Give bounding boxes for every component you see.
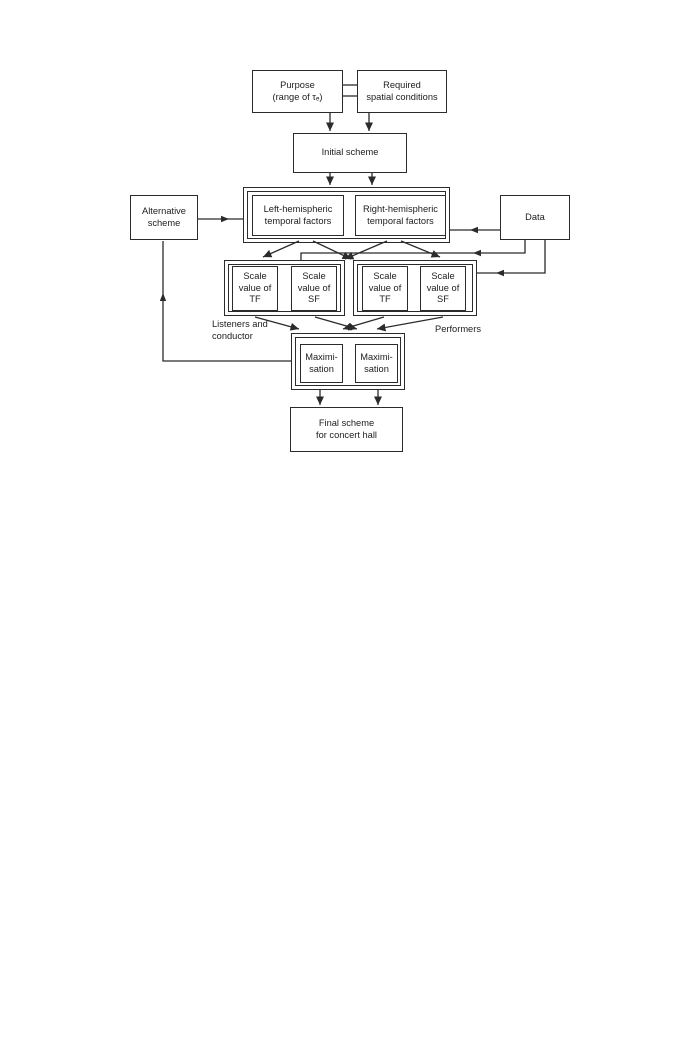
maximisation-right-label: Maximi- sation (360, 351, 393, 374)
maximisation-right-box: Maximi- sation (355, 344, 398, 383)
scale-sf-listeners-box: Scale value of SF (291, 266, 337, 311)
right-hemispheric-label: Right-hemispheric temporal factors (363, 203, 438, 226)
scale-tf-performers-label: Scale value of TF (368, 271, 402, 305)
crossing-arrows-temporal-to-scale (262, 240, 441, 260)
arrows-initial-to-temporal-factors (326, 173, 376, 185)
listeners-conductor-annotation: Listeners and conductor (212, 319, 268, 342)
left-hemispheric-label: Left-hemispheric temporal factors (263, 203, 333, 226)
purpose-required-connectors (343, 84, 357, 97)
alternative-scheme-box: Alternative scheme (130, 195, 198, 240)
data-label: Data (525, 211, 545, 222)
final-scheme-label: Final scheme for concert hall (316, 417, 377, 440)
alternative-scheme-label: Alternative scheme (142, 205, 186, 228)
purpose-label: Purpose (range of τₑ) (272, 79, 323, 102)
data-to-scale-performers-line (477, 240, 546, 277)
final-scheme-box: Final scheme for concert hall (290, 407, 403, 452)
scale-sf-listeners-label: Scale value of SF (297, 271, 331, 305)
crossing-arrows-scale-to-maximisation (254, 316, 444, 332)
arrow-data-to-temporal-factors (450, 226, 500, 234)
required-spatial-conditions-box: Required spatial conditions (357, 70, 447, 113)
arrow-alternative-to-temporal-factors (198, 215, 243, 223)
maximisation-left-box: Maximi- sation (300, 344, 343, 383)
scale-sf-performers-label: Scale value of SF (426, 271, 460, 305)
performers-annotation: Performers (435, 324, 481, 334)
initial-scheme-label: Initial scheme (321, 147, 379, 158)
purpose-box: Purpose (range of τₑ) (252, 70, 343, 113)
scale-tf-listeners-label: Scale value of TF (238, 271, 272, 305)
required-spatial-conditions-label: Required spatial conditions (366, 79, 438, 102)
left-hemispheric-box: Left-hemispheric temporal factors (252, 195, 344, 236)
scale-tf-listeners-box: Scale value of TF (232, 266, 278, 311)
scale-tf-performers-box: Scale value of TF (362, 266, 408, 311)
maximisation-left-label: Maximi- sation (305, 351, 338, 374)
initial-scheme-box: Initial scheme (293, 133, 407, 173)
scale-sf-performers-box: Scale value of SF (420, 266, 466, 311)
data-to-scale-listeners-line (300, 240, 526, 260)
arrows-maximisation-to-final (316, 390, 382, 405)
data-box: Data (500, 195, 570, 240)
arrows-to-initial-scheme (326, 113, 373, 131)
right-hemispheric-box: Right-hemispheric temporal factors (355, 195, 446, 236)
